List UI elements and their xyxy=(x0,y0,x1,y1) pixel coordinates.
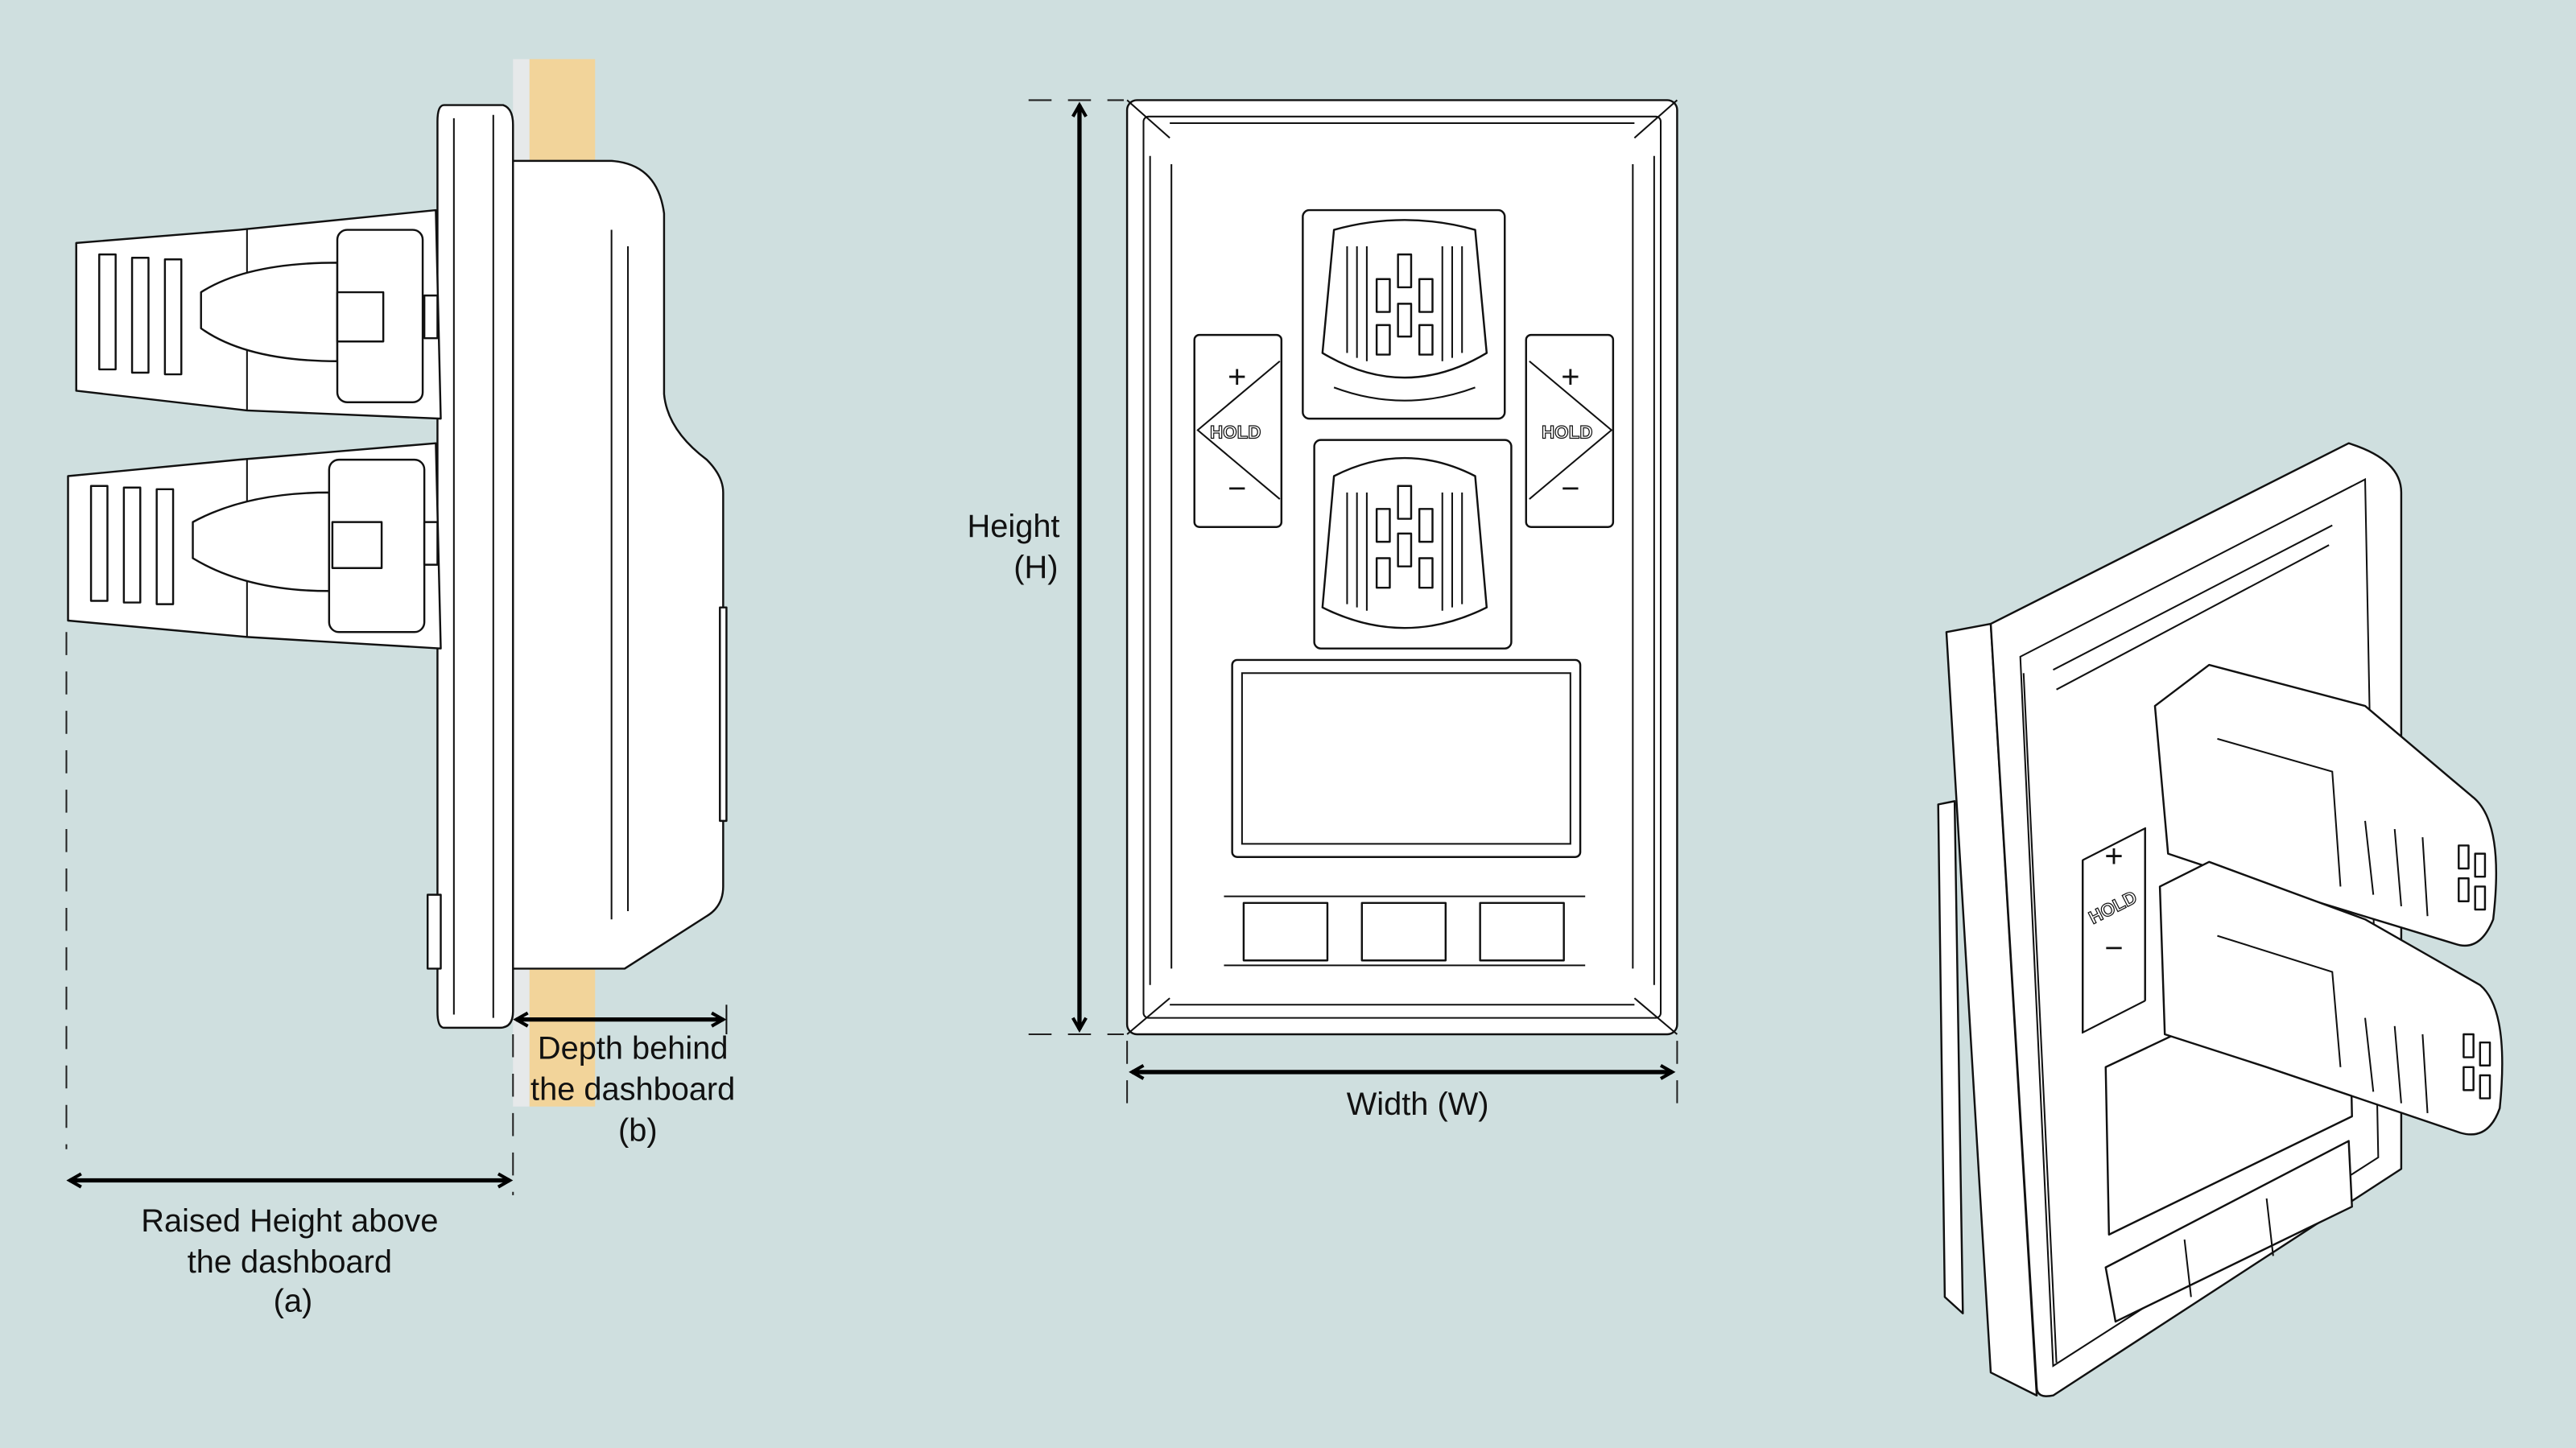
iso-trim-button xyxy=(2081,827,2146,1034)
hold-label: HOLD xyxy=(1210,423,1261,443)
side-view: Raised Height above the dashboard (a) De… xyxy=(65,59,735,1319)
isometric-view: + HOLD − xyxy=(1937,442,2504,1397)
display-screen xyxy=(1231,658,1582,858)
lever-bottom-front xyxy=(1313,439,1513,650)
function-button-1[interactable] xyxy=(1242,901,1329,962)
plus-icon: + xyxy=(1561,359,1579,394)
iso-lever-bottom xyxy=(2158,860,2504,1136)
minus-icon: − xyxy=(1561,471,1579,506)
depth-label-line1: Depth behind xyxy=(538,1031,729,1066)
function-button-3[interactable] xyxy=(1479,901,1565,962)
trim-button-left[interactable]: + HOLD − xyxy=(1193,333,1283,528)
raised-height-label-line1: Raised Height above xyxy=(141,1203,438,1239)
lever-bottom-side xyxy=(67,442,442,650)
minus-icon: − xyxy=(1228,471,1246,506)
function-buttons xyxy=(1224,895,1586,967)
height-label-line1: Height xyxy=(968,509,1060,544)
minus-icon: − xyxy=(2104,930,2123,966)
function-button-2[interactable] xyxy=(1360,901,1447,962)
plus-icon: + xyxy=(2104,839,2123,874)
trim-button-right[interactable]: + HOLD − xyxy=(1525,333,1615,528)
height-label-line2: (H) xyxy=(1013,550,1058,585)
hold-label: HOLD xyxy=(1542,423,1593,443)
bezel-flange xyxy=(436,104,514,1029)
lever-top-side xyxy=(75,208,442,420)
raised-height-label-line3: (a) xyxy=(274,1284,313,1319)
lever-top-front xyxy=(1302,208,1506,420)
iso-function-buttons xyxy=(2104,1140,2353,1323)
width-label: Width (W) xyxy=(1347,1087,1489,1122)
rear-housing xyxy=(512,159,724,970)
raised-height-label-line2: the dashboard xyxy=(188,1244,392,1280)
depth-label-line3: (b) xyxy=(618,1113,658,1149)
front-view: + HOLD − + HOLD − Height (H) xyxy=(968,99,1678,1122)
iso-plate-side xyxy=(1945,622,2038,1396)
depth-label-line2: the dashboard xyxy=(530,1072,735,1108)
plus-icon: + xyxy=(1228,359,1246,394)
